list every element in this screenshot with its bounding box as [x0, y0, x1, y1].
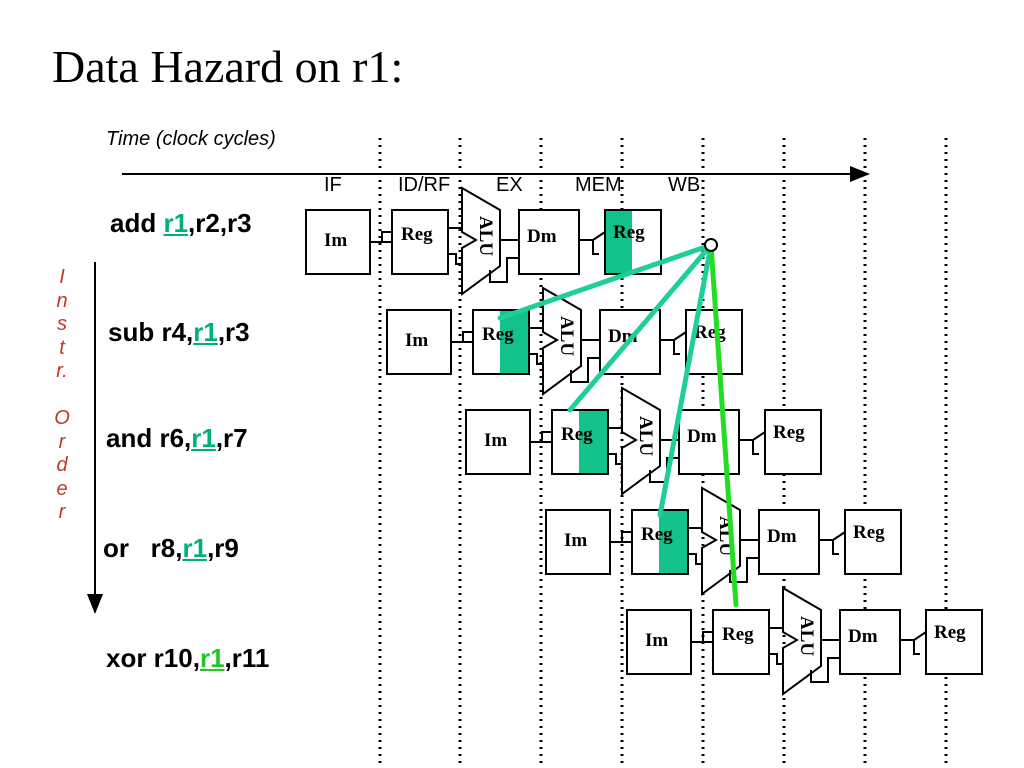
register-file-label: Reg: [561, 424, 593, 445]
hazard-source-point: [704, 238, 718, 252]
register-file-label: Reg: [641, 524, 673, 545]
slide-title: Data Hazard on r1:: [52, 41, 404, 92]
datapath-wire: [579, 239, 599, 255]
register-file-label: Reg: [773, 422, 805, 443]
pipeline-row: Im Reg ALU Dm Reg: [626, 586, 983, 696]
data-memory-label: Dm: [527, 226, 557, 247]
datapath-wire: [592, 231, 606, 241]
instruction-sub: sub r4,r1,r3: [108, 317, 250, 347]
hazard-register: r1: [191, 423, 216, 453]
hazard-line-sub: [497, 242, 714, 321]
register-file-label: Reg: [934, 622, 966, 643]
register-file-box: [712, 609, 770, 675]
register-read-highlight: [659, 511, 687, 573]
hazard-register: r1: [193, 317, 218, 347]
instruction-or: or r8,r1,r9: [103, 533, 239, 563]
data-memory-box: [758, 509, 820, 575]
datapath-wire: [489, 257, 519, 283]
pipeline-row: Im Reg ALU Dm Reg: [465, 386, 822, 496]
stage-header-ex: EX: [496, 174, 523, 196]
instruction-memory-box: [386, 309, 452, 375]
register-file-label: Reg: [613, 222, 645, 243]
alu-shape: [461, 186, 501, 296]
datapath-wire: [673, 331, 687, 341]
data-memory-label: Dm: [687, 426, 717, 447]
alu-label: ALU: [635, 416, 656, 456]
alu-label: ALU: [556, 316, 577, 356]
instruction-add: add r1,r2,r3: [110, 208, 252, 238]
datapath-wire: [660, 339, 680, 355]
alu-label: ALU: [796, 616, 817, 656]
hazard-line-and: [567, 242, 714, 413]
register-read-highlight: [579, 411, 607, 473]
datapath-wire: [570, 357, 600, 383]
time-axis-label: Time (clock cycles): [106, 128, 276, 150]
instruction-memory-label: Im: [484, 430, 507, 451]
datapath-wire: [530, 431, 552, 443]
register-file-box: [391, 209, 449, 275]
alu-shape: [621, 386, 661, 496]
register-file-box: [764, 409, 822, 475]
register-read-highlight: [500, 311, 528, 373]
hazard-line-xor: [708, 242, 739, 608]
stage-header-id-rf: ID/RF: [398, 174, 451, 196]
instruction-memory-box: [465, 409, 531, 475]
data-memory-box: [839, 609, 901, 675]
stage-header-mem: MEM: [575, 174, 622, 196]
hazard-register: r1: [182, 533, 208, 563]
datapath-wire: [810, 657, 840, 683]
hazard-line-or: [657, 242, 714, 518]
datapath-wire: [913, 631, 927, 641]
datapath-wire: [370, 231, 392, 243]
instruction-memory-label: Im: [324, 230, 347, 251]
data-memory-label: Dm: [848, 626, 878, 647]
alu-shape: [782, 586, 822, 696]
datapath-wire: [610, 531, 632, 543]
datapath-wire: [691, 631, 713, 643]
register-file-label: Reg: [722, 624, 754, 645]
datapath-wire: [900, 639, 920, 655]
hazard-register: r1: [163, 208, 189, 238]
datapath-wire: [832, 531, 846, 541]
data-memory-label: Dm: [767, 526, 797, 547]
instruction-and: and r6,r1,r7: [106, 423, 248, 453]
register-file-label: Reg: [401, 224, 433, 245]
register-file-label: Reg: [853, 522, 885, 543]
alu-shape: [542, 286, 582, 396]
datapath-wire: [739, 439, 759, 455]
register-file-label: Reg: [694, 322, 726, 343]
data-memory-box: [518, 209, 580, 275]
instruction-memory-label: Im: [564, 530, 587, 551]
alu-label: ALU: [475, 216, 496, 256]
datapath-wire: [819, 539, 839, 555]
hazard-register: r1: [199, 643, 225, 673]
datapath-wire: [729, 557, 759, 583]
instruction-xor: xor r10,r1,r11: [106, 643, 270, 673]
register-file-label: Reg: [482, 324, 514, 345]
instruction-memory-box: [305, 209, 371, 275]
register-file-box: [925, 609, 983, 675]
instruction-memory-box: [545, 509, 611, 575]
datapath-wire: [752, 431, 766, 441]
data-memory-box: [678, 409, 740, 475]
instruction-memory-label: Im: [645, 630, 668, 651]
register-write-highlight: [606, 211, 632, 273]
stage-header-wb: WB: [668, 174, 701, 196]
stage-header-if: IF: [324, 174, 342, 196]
datapath-wire: [451, 331, 473, 343]
instruction-memory-label: Im: [405, 330, 428, 351]
register-file-box: [844, 509, 902, 575]
